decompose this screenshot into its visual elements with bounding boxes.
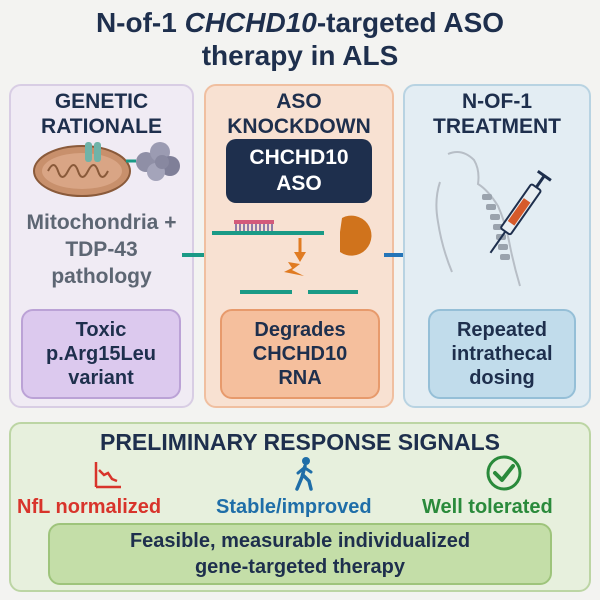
check-circle-icon xyxy=(486,455,522,491)
intrathecal-dosing-pill: Repeated intrathecal dosing xyxy=(428,309,576,399)
toxic-variant-pill: Toxic p.Arg15Leu variant xyxy=(21,309,181,399)
aso-rna-diagram xyxy=(212,215,372,294)
degrades-rna-pill: Degrades CHCHD10 RNA xyxy=(220,309,380,399)
conclusion-box: Feasible, measurable individualized gene… xyxy=(48,523,552,585)
mitochondrion-icon xyxy=(33,142,131,197)
signal-nfl-normalized: NfL normalized xyxy=(17,496,162,518)
page-title: N-of-1 CHCHD10-targeted ASO therapy in A… xyxy=(0,6,600,72)
panel-heading-treatment: N-OF-1 TREATMENT xyxy=(433,90,561,138)
pathology-text: Mitochondria + TDP-43 pathology xyxy=(26,211,177,288)
teal-arrow xyxy=(126,159,136,163)
walking-person-icon xyxy=(295,457,313,491)
signal-stable-improved: Stable/improved xyxy=(216,496,372,518)
title-gene: CHCHD10 xyxy=(184,7,317,38)
response-heading: PRELIMINARY RESPONSE SIGNALS xyxy=(99,429,500,455)
panel-heading-genetic: GENETIC RATIONALE xyxy=(41,90,162,138)
protein-aggregate-icon xyxy=(136,142,180,181)
title-line-1: N-of-1 CHCHD10-targeted ASO xyxy=(95,7,505,38)
declining-chart-icon xyxy=(94,462,121,489)
panel-heading-knockdown: ASO KNOCKDOWN xyxy=(227,90,371,138)
aso-badge: CHCHD10 ASO xyxy=(226,139,372,203)
title-line-2: therapy in ALS xyxy=(201,40,399,71)
spine-injection-icon xyxy=(435,151,552,287)
signal-well-tolerated: Well tolerated xyxy=(422,496,553,518)
